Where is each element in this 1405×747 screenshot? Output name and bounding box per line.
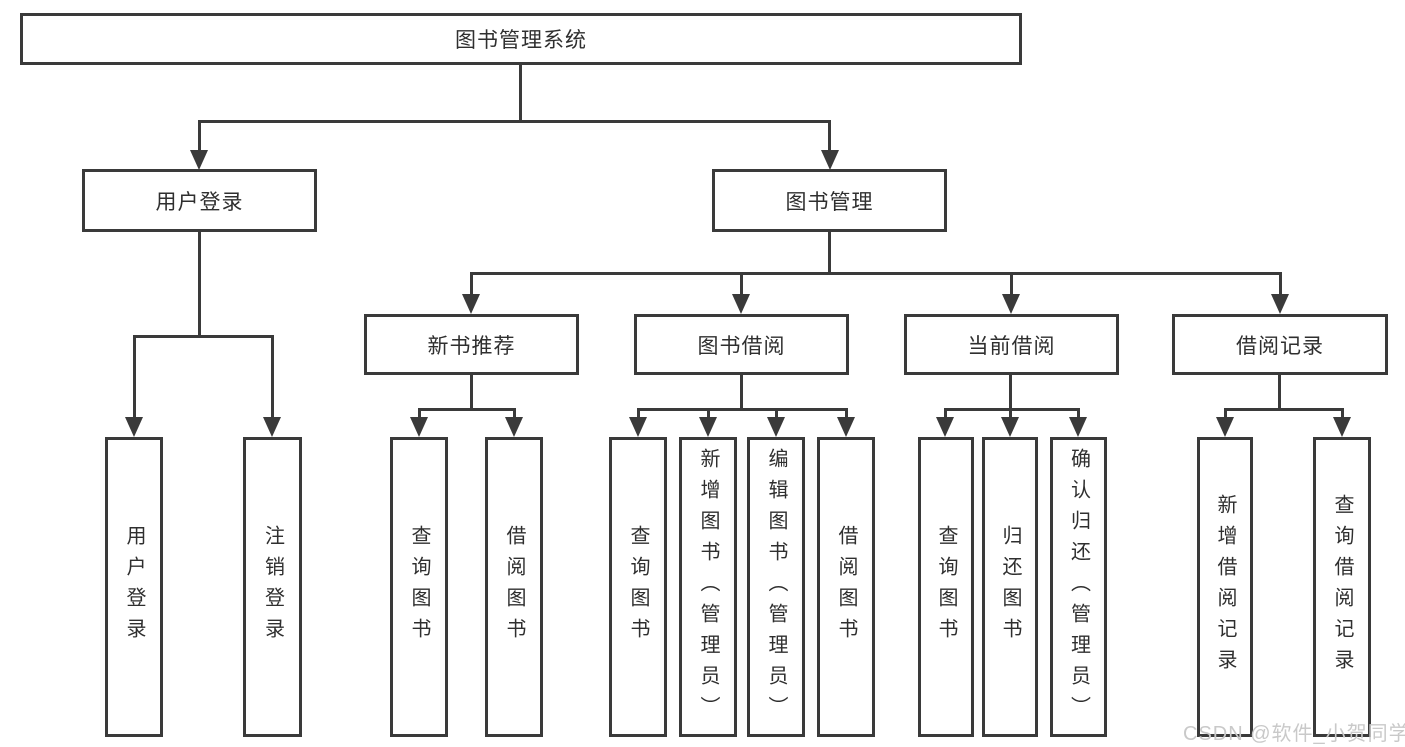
connector-bookmgmt-bus (471, 272, 1281, 275)
node-root: 图书管理系统 (20, 13, 1022, 65)
leaf-cb-return-book: 归还图书 (982, 437, 1038, 737)
arrowhead-borrow-records (1271, 294, 1289, 314)
leaf-br-query-record-label: 查询借阅记录 (1331, 494, 1353, 680)
node-current-borrow-label: 当前借阅 (967, 334, 1056, 358)
connector-records-stub-1 (1224, 408, 1227, 420)
connector-userlogin-stub-2 (271, 335, 274, 419)
leaf-br-query-record: 查询借阅记录 (1313, 437, 1371, 737)
leaf-br-add-record: 新增借阅记录 (1197, 437, 1253, 737)
connector-current-stem (1009, 375, 1012, 408)
leaf-cb-confirm-return-label: 确认归还（管理员） (1067, 447, 1090, 727)
connector-root-stub-left (198, 120, 201, 152)
node-borrow-records-label: 借阅记录 (1236, 334, 1324, 358)
arrowhead-br-add-record (1216, 417, 1234, 437)
leaf-bb-edit-book-label: 编辑图书（管理员） (765, 447, 787, 727)
connector-current-stub-3 (1077, 408, 1080, 420)
connector-current-stub-2 (1009, 408, 1012, 420)
connector-borrow-stub-3 (775, 408, 778, 420)
node-current-borrow: 当前借阅 (904, 314, 1119, 375)
leaf-cb-return-book-label: 归还图书 (999, 525, 1021, 649)
connector-current-stub-1 (944, 408, 947, 420)
arrowhead-rec-borrow-book (505, 417, 523, 437)
arrowhead-leaf-user-login (125, 417, 143, 437)
node-book-borrow: 图书借阅 (634, 314, 849, 375)
connector-recommend-stem (470, 375, 473, 408)
leaf-user-login-label: 用户登录 (123, 525, 145, 649)
connector-root-stem (519, 65, 522, 120)
leaf-rec-borrow-book-label: 借阅图书 (503, 525, 525, 649)
arrowhead-book-management (821, 150, 839, 170)
leaf-rec-query-book: 查询图书 (390, 437, 448, 737)
node-borrow-records: 借阅记录 (1172, 314, 1388, 375)
leaf-bb-query-book: 查询图书 (609, 437, 667, 737)
connector-userlogin-bus (133, 335, 274, 338)
leaf-rec-query-book-label: 查询图书 (408, 525, 430, 649)
leaf-cb-confirm-return: 确认归还（管理员） (1050, 437, 1107, 737)
arrowhead-book-borrow (732, 294, 750, 314)
arrowhead-cb-query-book (936, 417, 954, 437)
leaf-bb-query-book-label: 查询图书 (627, 525, 649, 649)
connector-bookmgmt-stub-4 (1279, 272, 1282, 296)
connector-bookmgmt-stub-1 (470, 272, 473, 296)
leaf-cb-query-book: 查询图书 (918, 437, 974, 737)
arrowhead-rec-query-book (410, 417, 428, 437)
arrowhead-br-query-record (1333, 417, 1351, 437)
leaf-bb-add-book: 新增图书（管理员） (679, 437, 737, 737)
node-book-borrow-label: 图书借阅 (697, 334, 786, 358)
node-book-management: 图书管理 (712, 169, 947, 232)
connector-current-bus (945, 408, 1079, 411)
arrowhead-new-book-recommend (462, 294, 480, 314)
connector-recommend-stub-2 (513, 408, 516, 420)
connector-bookmgmt-stem (828, 232, 831, 272)
leaf-cb-query-book-label: 查询图书 (935, 525, 957, 649)
node-book-management-label: 图书管理 (785, 190, 874, 214)
connector-records-stem (1278, 375, 1281, 408)
leaf-bb-borrow-book: 借阅图书 (817, 437, 875, 737)
leaf-logout-label: 注销登录 (261, 525, 284, 649)
leaf-bb-borrow-book-label: 借阅图书 (835, 525, 857, 649)
connector-userlogin-stem (198, 232, 201, 335)
node-user-login: 用户登录 (82, 169, 317, 232)
csdn-watermark: CSDN @软件_小贺同学 (1183, 723, 1405, 745)
leaf-rec-borrow-book: 借阅图书 (485, 437, 543, 737)
connector-recommend-stub-1 (418, 408, 421, 420)
connector-root-bus (198, 120, 831, 123)
connector-root-stub-right (828, 120, 831, 152)
connector-borrow-stub-2 (707, 408, 710, 420)
connector-bookmgmt-stub-2 (740, 272, 743, 296)
arrowhead-bb-query-book (629, 417, 647, 437)
connector-bookmgmt-stub-3 (1010, 272, 1013, 296)
arrowhead-bb-add-book (699, 417, 717, 437)
arrowhead-bb-borrow-book (837, 417, 855, 437)
connector-userlogin-stub-1 (133, 335, 136, 419)
node-new-book-recommend-label: 新书推荐 (427, 334, 516, 358)
arrowhead-leaf-logout (263, 417, 281, 437)
arrowhead-current-borrow (1002, 294, 1020, 314)
connector-records-bus (1225, 408, 1343, 411)
connector-records-stub-2 (1341, 408, 1344, 420)
leaf-user-login: 用户登录 (105, 437, 163, 737)
connector-borrow-stub-1 (637, 408, 640, 420)
leaf-bb-edit-book: 编辑图书（管理员） (747, 437, 805, 737)
connector-borrow-stem (740, 375, 743, 408)
node-new-book-recommend: 新书推荐 (364, 314, 579, 375)
connector-recommend-bus (419, 408, 515, 411)
arrowhead-cb-confirm-return (1069, 417, 1087, 437)
node-root-label: 图书管理系统 (455, 29, 587, 52)
connector-borrow-bus (638, 408, 847, 411)
leaf-bb-add-book-label: 新增图书（管理员） (697, 447, 719, 727)
node-user-login-label: 用户登录 (155, 190, 244, 214)
arrowhead-user-login (190, 150, 208, 170)
arrowhead-cb-return-book (1001, 417, 1019, 437)
arrowhead-bb-edit-book (767, 417, 785, 437)
connector-borrow-stub-4 (845, 408, 848, 420)
leaf-br-add-record-label: 新增借阅记录 (1214, 494, 1236, 680)
leaf-logout: 注销登录 (243, 437, 302, 737)
